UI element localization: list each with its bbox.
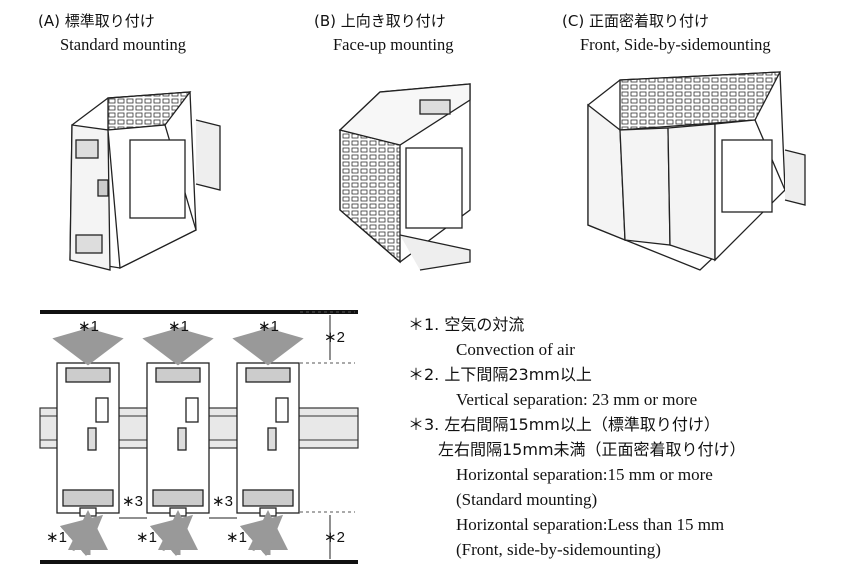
note3-jp: ＊3. 左右間隔15mm以上（標準取り付け）	[408, 415, 720, 434]
caption-a-en: Standard mounting	[60, 35, 187, 54]
label-star2-top: ∗2	[324, 329, 345, 346]
label-star2-bottom: ∗2	[324, 529, 345, 546]
note3-jp2: 左右間隔15mm未満（正面密着取り付け）	[438, 440, 746, 459]
note1-jp: ＊1. 空気の対流	[408, 315, 525, 334]
note3-en2: (Standard mounting)	[456, 490, 598, 509]
label-star1-top-3: ∗1	[258, 318, 279, 335]
ps-unit-1	[56, 362, 120, 517]
caption-c-jp: (C) 正面密着取り付け	[562, 12, 709, 30]
ps-unit-3	[236, 362, 300, 517]
caption-b-en: Face-up mounting	[333, 35, 454, 54]
units-side-by-side-mounting	[587, 71, 806, 271]
label-star1-bottom-3: ∗1	[226, 529, 247, 546]
note3-en3: Horizontal separation:Less than 15 mm	[456, 515, 725, 534]
caption-b-jp: (B) 上向き取り付け	[314, 12, 446, 30]
unit-face-up-mounting	[338, 83, 471, 271]
note3-en4: (Front, side-by-sidemounting)	[456, 540, 661, 559]
note1-en: Convection of air	[456, 340, 575, 359]
note2-jp: ＊2. 上下間隔23mm以上	[408, 365, 592, 384]
caption-a-jp: (A) 標準取り付け	[38, 12, 155, 30]
label-star1-bottom-2: ∗1	[136, 529, 157, 546]
airflow-arrows	[52, 326, 304, 557]
unit-standard-mounting	[69, 91, 221, 271]
notes-block: ＊1. 空気の対流 Convection of air ＊2. 上下間隔23mm…	[408, 312, 746, 562]
label-star1-bottom-1: ∗1	[46, 529, 67, 546]
label-star1-top-1: ∗1	[78, 318, 99, 335]
label-star1-top-2: ∗1	[168, 318, 189, 335]
note2-en: Vertical separation: 23 mm or more	[456, 390, 698, 409]
separation-layout	[39, 310, 359, 564]
horizontal-separation-markers	[119, 315, 331, 559]
caption-c-en: Front, Side-by-sidemounting	[580, 35, 771, 54]
label-star3-2: ∗3	[212, 493, 233, 510]
note3-en1: Horizontal separation:15 mm or more	[456, 465, 713, 484]
label-star3-1: ∗3	[122, 493, 143, 510]
ps-unit-2	[146, 362, 210, 517]
